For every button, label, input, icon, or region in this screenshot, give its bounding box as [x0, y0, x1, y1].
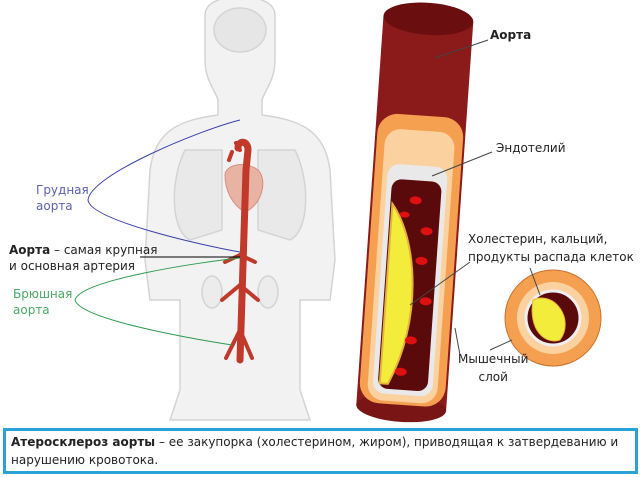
callout-lines: [409, 39, 541, 356]
vessel-cutaway: [356, 2, 474, 423]
caption-box: Атеросклероз аорты – ее закупорка (холес…: [3, 428, 638, 474]
vessel-cross-section: [504, 269, 602, 367]
aorta-artery: [220, 138, 260, 364]
endothelium-label: Эндотелий: [496, 141, 566, 155]
plaque-label: Холестерин, кальций,продукты распада кле…: [468, 232, 634, 264]
aorta-label: Аорта: [490, 28, 532, 42]
thoracic-pointer: [87, 119, 241, 253]
human-body-silhouette: [144, 0, 336, 421]
abdominal-pointer: [74, 257, 241, 346]
